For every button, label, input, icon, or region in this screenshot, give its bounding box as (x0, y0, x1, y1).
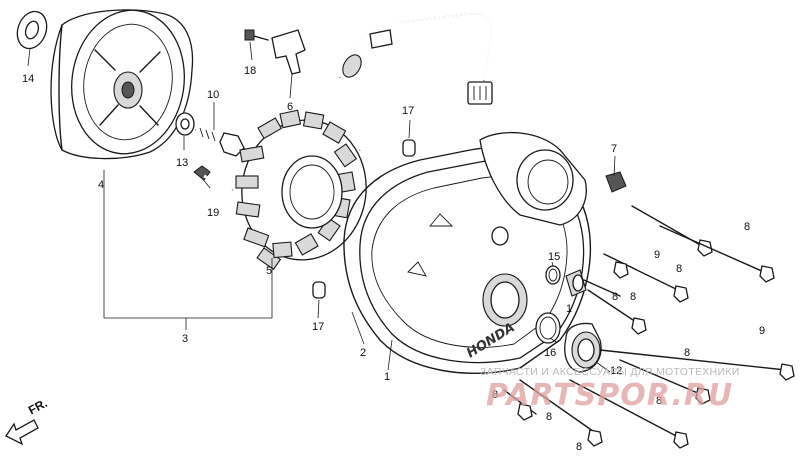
clamp-part-6 (271, 29, 306, 75)
bolt-part-10 (195, 127, 245, 157)
crankcase-cover-part-1: HONDA (359, 131, 587, 364)
callout-8-i: 8 (576, 441, 582, 453)
bolt-part-18 (244, 29, 269, 41)
bolts-part-8-9 (503, 205, 795, 449)
callout-8-g: 8 (546, 411, 552, 423)
cap-part-12 (564, 322, 602, 373)
plug-part-11 (565, 269, 587, 297)
callout-3: 3 (182, 333, 188, 345)
gasket-part-2 (343, 146, 592, 374)
front-direction-arrow-icon (5, 419, 39, 446)
washer-part-14 (16, 10, 48, 50)
clamp-part-7 (605, 171, 627, 193)
stator-wire-harness (338, 12, 493, 151)
callout-8-e: 8 (684, 347, 690, 359)
callout-18: 18 (244, 65, 256, 77)
callout-17-lower: 17 (312, 321, 324, 333)
watermark-logo: PARTSPOR.RU (486, 378, 734, 413)
callout-13: 13 (176, 157, 188, 169)
callout-8-b: 8 (676, 263, 682, 275)
o-ring-part-16 (535, 312, 561, 344)
dowel-pin-part-17-upper (402, 139, 416, 157)
o-ring-part-15 (545, 265, 561, 285)
callout-10: 10 (207, 89, 219, 101)
callout-16: 16 (544, 347, 556, 359)
callout-17-upper: 17 (402, 105, 414, 117)
callout-8-d: 8 (630, 291, 636, 303)
callout-19: 19 (207, 207, 219, 219)
callout-8-h: 8 (656, 395, 662, 407)
dowel-pin-part-17-lower (312, 281, 326, 299)
callout-2: 2 (360, 347, 366, 359)
callout-numbers: 14 4 10 13 19 18 6 5 3 17 17 2 1 7 8 8 9… (22, 65, 765, 453)
callout-9-a: 9 (654, 249, 660, 261)
callout-5: 5 (266, 265, 272, 277)
callout-14: 14 (22, 73, 34, 85)
stator-part-5 (235, 109, 367, 271)
callout-11: 1 (566, 303, 572, 315)
callout-8-a: 8 (744, 221, 750, 233)
washer-part-13 (175, 112, 195, 136)
callout-9-b: 9 (759, 325, 765, 337)
callout-6: 6 (287, 101, 293, 113)
flywheel-part-4 (50, 9, 194, 160)
callout-1: 1 (384, 371, 390, 383)
callout-4: 4 (98, 179, 104, 191)
callout-7: 7 (611, 143, 617, 155)
callout-8-c: 8 (612, 291, 618, 303)
callout-12: 12 (610, 365, 622, 377)
bolt-part-19 (193, 165, 233, 192)
callout-15: 15 (548, 251, 560, 263)
callout-8-f: 8 (492, 389, 498, 401)
leader-lines (27, 41, 616, 373)
watermark-caption: ЗАПЧАСТИ И АКСЕССУАРЫ ДЛЯ МОТОТЕХНИКИ (480, 366, 740, 378)
